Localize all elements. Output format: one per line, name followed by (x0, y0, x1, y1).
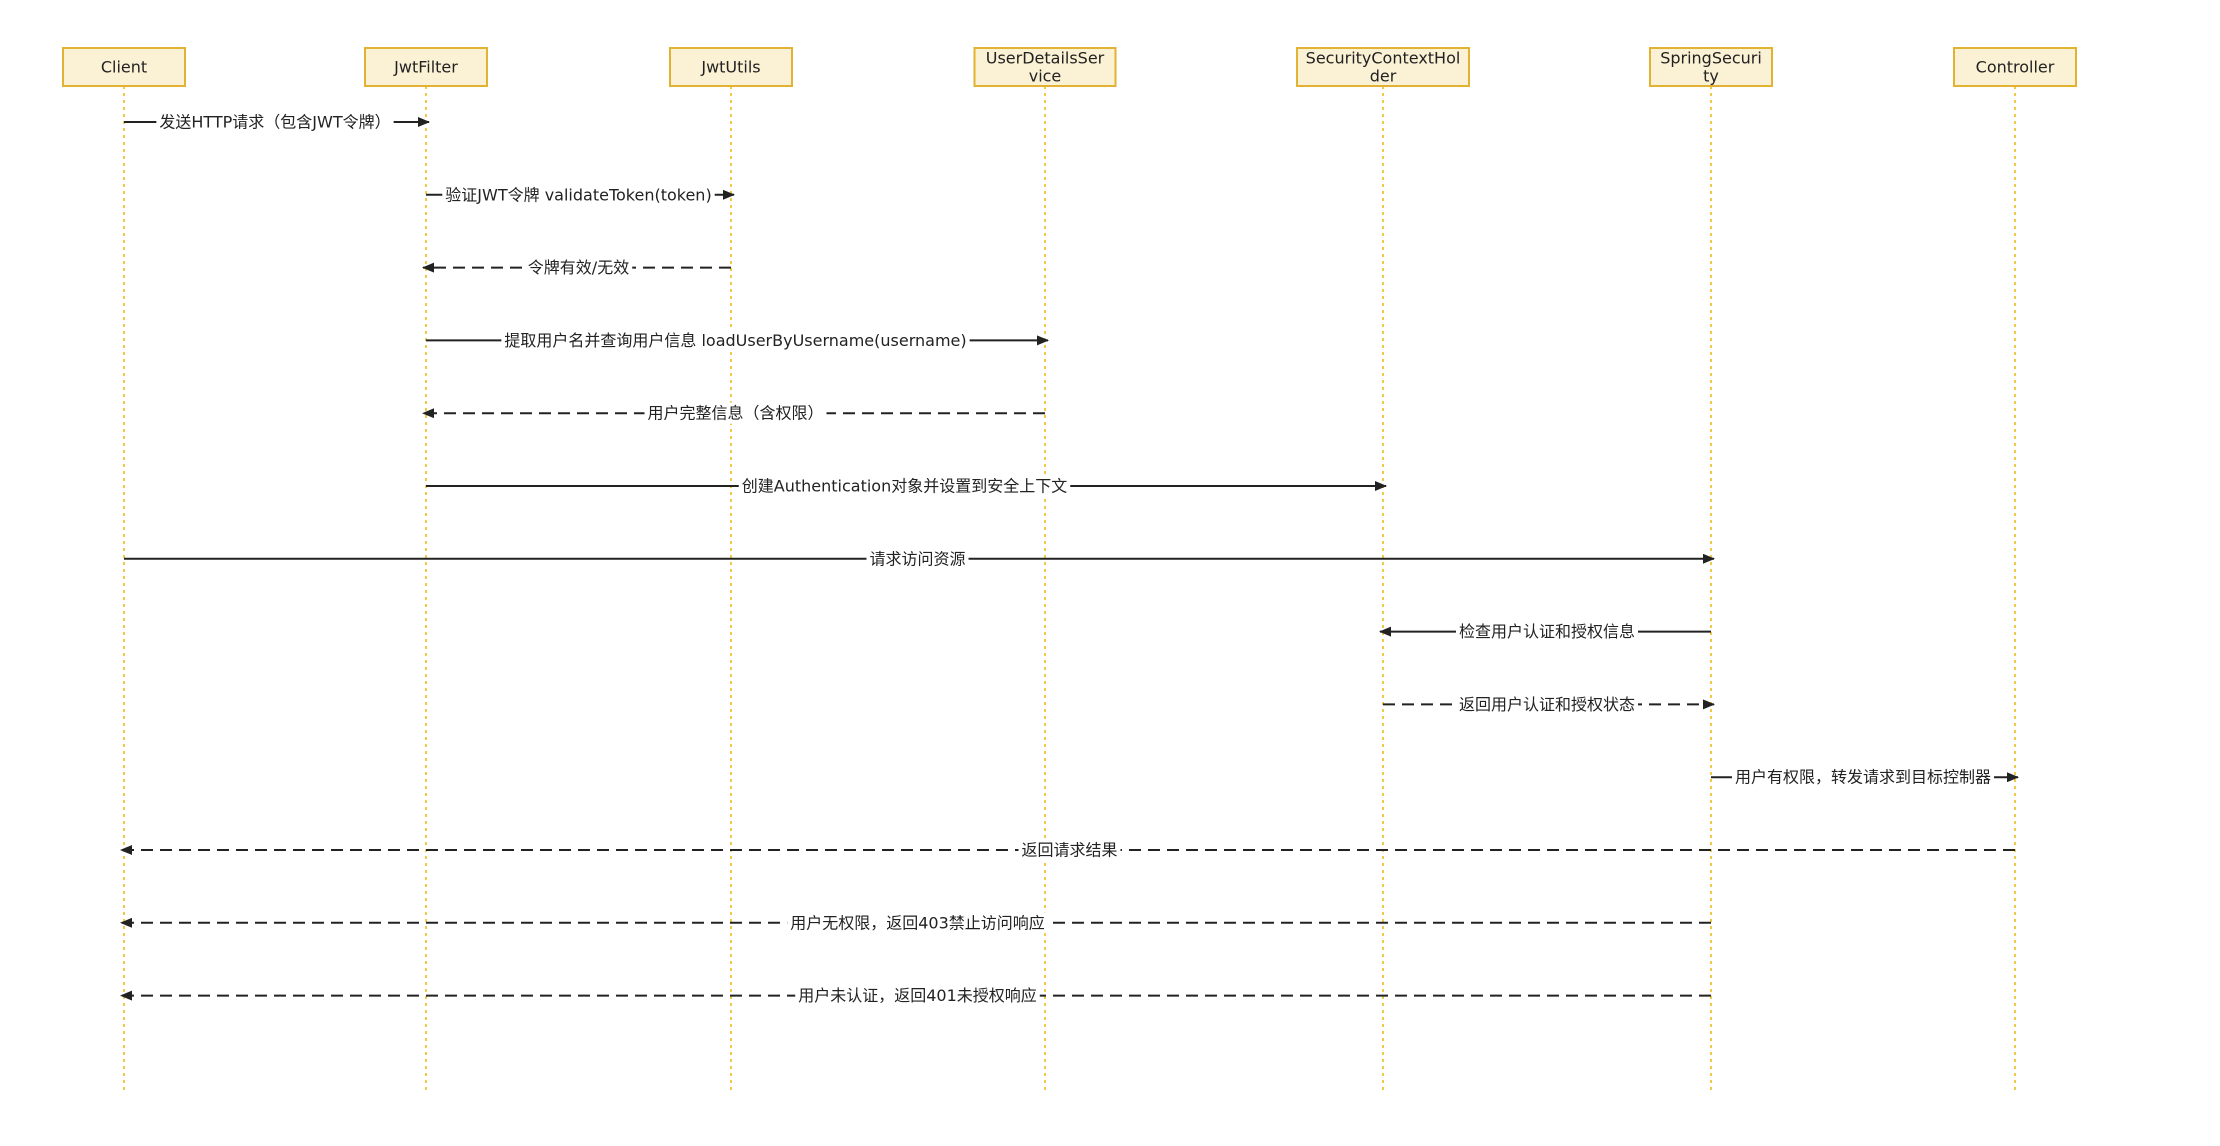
message-4: 提取用户名并查询用户信息 loadUserByUsername(username… (426, 329, 1049, 351)
message-2: 验证JWT令牌 validateToken(token) (426, 184, 735, 206)
message-7: 请求访问资源 (124, 548, 1715, 570)
messages: 发送HTTP请求（包含JWT令牌） 验证JWT令牌 validateToken(t… (120, 111, 2019, 1007)
participants: Client JwtFilter JwtUtils UserDetailsServic… (62, 47, 2077, 87)
message-label: 令牌有效/无效 (528, 258, 629, 277)
message-label: 用户有权限，转发请求到目标控制器 (1735, 768, 1991, 787)
message-11: 返回请求结果 (120, 839, 2015, 861)
participant-label-securitycontextholder: SecurityContextHol (1306, 49, 1461, 68)
message-label: 创建Authentication对象并设置到安全上下文 (742, 477, 1067, 496)
message-8: 检查用户认证和授权信息 (1379, 621, 1711, 643)
message-6: 创建Authentication对象并设置到安全上下文 (426, 475, 1387, 497)
message-3: 令牌有效/无效 (422, 257, 731, 279)
message-9: 返回用户认证和授权状态 (1383, 693, 1715, 715)
message-label: 检查用户认证和授权信息 (1459, 622, 1635, 641)
message-label: 验证JWT令牌 validateToken(token) (445, 185, 711, 204)
participant-box-securitycontextholder (1296, 47, 1470, 87)
participant-label-userdetailsservice: vice (1029, 67, 1062, 86)
message-label-bg (787, 912, 1048, 934)
participant-box-jwtfilter (364, 47, 488, 87)
message-label: 发送HTTP请求（包含JWT令牌） (159, 113, 390, 132)
message-label-bg (501, 329, 970, 351)
message-label: 用户未认证，返回401未授权响应 (798, 986, 1037, 1005)
participant-label-userdetailsservice: UserDetailsSer (986, 49, 1105, 68)
participant-controller: Controller (1953, 47, 2077, 87)
message-label-bg (1455, 693, 1639, 715)
message-label-bg (524, 257, 633, 279)
message-label: 请求访问资源 (869, 549, 965, 568)
participant-label-jwtfilter: JwtFilter (393, 58, 458, 77)
message-label-bg (1018, 839, 1121, 861)
message-label: 返回请求结果 (1021, 841, 1117, 860)
message-label-bg (1455, 621, 1639, 643)
message-5: 用户完整信息（含权限） (422, 402, 1045, 424)
message-label: 用户无权限，返回403禁止访问响应 (790, 913, 1045, 932)
participant-client: Client (62, 47, 186, 87)
message-label-bg (866, 548, 969, 570)
message-label: 用户完整信息（含权限） (647, 404, 823, 423)
message-label: 提取用户名并查询用户信息 loadUserByUsername(username… (504, 331, 966, 350)
message-label: 返回用户认证和授权状态 (1459, 695, 1635, 714)
participant-jwtutils: JwtUtils (669, 47, 793, 87)
participant-label-jwtutils: JwtUtils (700, 58, 760, 77)
participant-label-springsecurity: SpringSecuri (1660, 49, 1762, 68)
message-label-bg (644, 402, 827, 424)
message-label-bg (795, 985, 1040, 1007)
participant-box-client (62, 47, 186, 87)
message-label-bg (156, 111, 394, 133)
lifelines (123, 86, 2016, 1092)
message-12: 用户无权限，返回403禁止访问响应 (120, 912, 1711, 934)
message-10: 用户有权限，转发请求到目标控制器 (1711, 766, 2019, 788)
participant-label-securitycontextholder: der (1370, 67, 1397, 86)
participant-box-springsecurity (1649, 47, 1773, 87)
message-13: 用户未认证，返回401未授权响应 (120, 985, 1711, 1007)
participant-box-userdetailsservice (973, 47, 1117, 87)
participant-label-client: Client (101, 58, 147, 77)
message-label-bg (1731, 766, 1995, 788)
participant-jwtfilter: JwtFilter (364, 47, 488, 87)
message-label-bg (738, 475, 1071, 497)
message-label-bg (442, 184, 715, 206)
participant-label-controller: Controller (1976, 58, 2055, 77)
participant-box-jwtutils (669, 47, 793, 87)
participant-box-controller (1953, 47, 2077, 87)
participant-label-springsecurity: ty (1703, 67, 1719, 86)
message-1: 发送HTTP请求（包含JWT令牌） (124, 111, 430, 133)
